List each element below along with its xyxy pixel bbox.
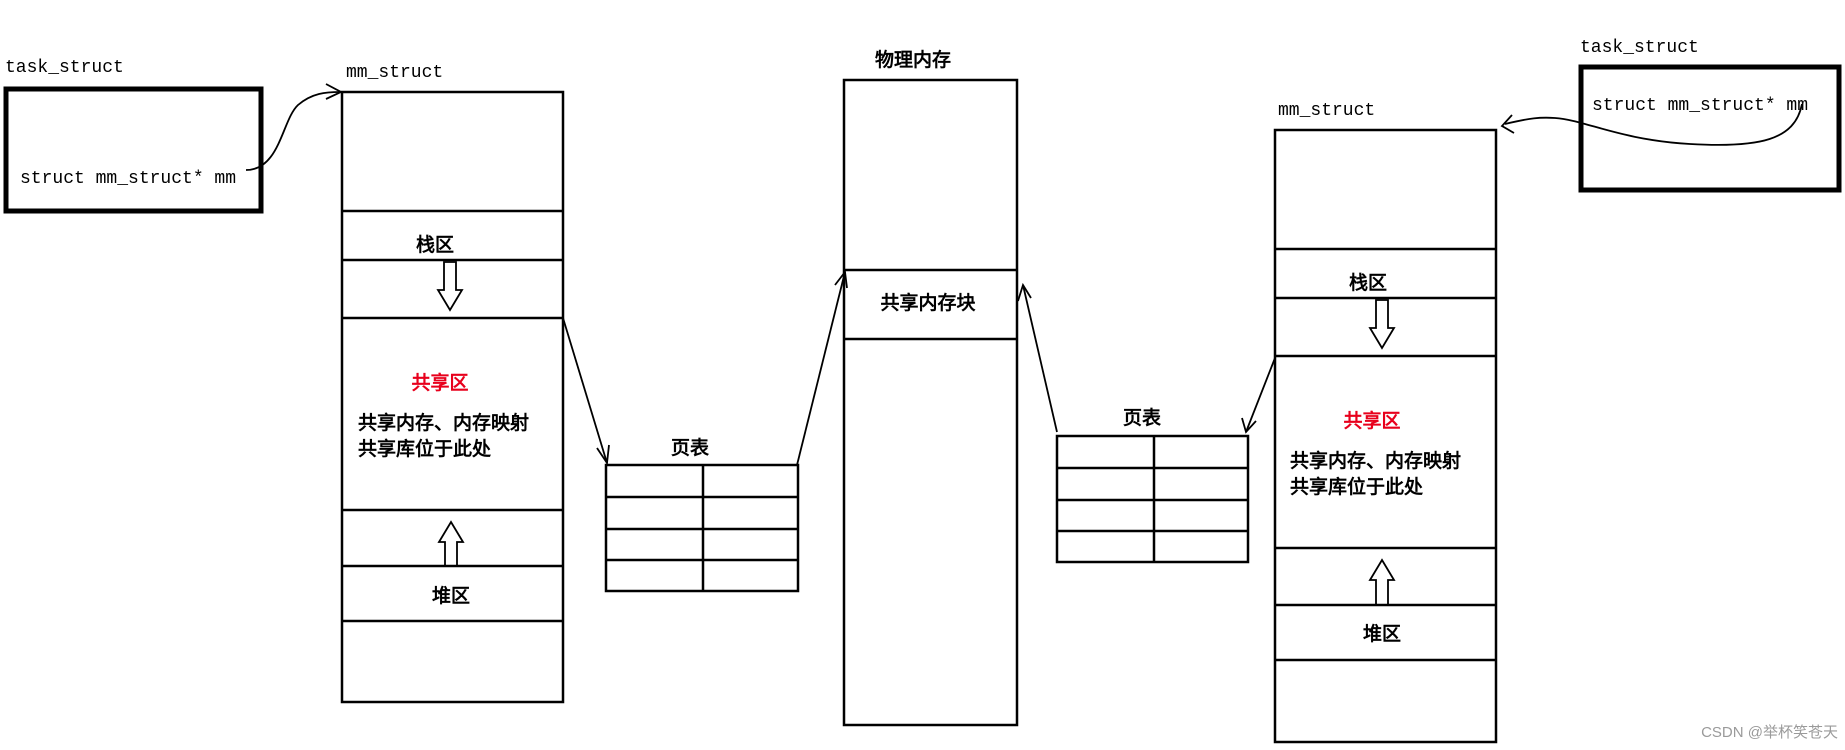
- left-shared-to-page-table-arrow: [562, 317, 608, 464]
- right-shared-desc-1: 共享内存、内存映射: [1290, 449, 1461, 472]
- left-heap-label: 堆区: [432, 584, 470, 607]
- right-mm-struct-label: mm_struct: [1278, 101, 1375, 121]
- physical-memory-box: [842, 78, 1019, 727]
- left-stack-label: 栈区: [416, 233, 454, 256]
- right-page-table-label: 页表: [1123, 406, 1162, 429]
- physical-memory: 物理内存 共享内存块: [842, 48, 1019, 727]
- left-heap-up-arrow: [437, 520, 465, 567]
- left-shared-desc-1: 共享内存、内存映射: [358, 411, 529, 434]
- right-shared-desc-2: 共享库位于此处: [1290, 475, 1424, 498]
- right-heap-up-arrow: [1368, 558, 1396, 606]
- mapping-arrows: [562, 269, 1276, 466]
- shared-block-label: 共享内存块: [880, 291, 976, 314]
- right-heap-label: 堆区: [1363, 622, 1401, 645]
- right-pointer-arrowhead: [1500, 114, 1515, 134]
- right-task-struct-label: task_struct: [1580, 38, 1699, 58]
- left-pointer-curve: [245, 91, 341, 171]
- left-task-struct-field: struct mm_struct* mm: [20, 169, 236, 189]
- left-mm-struct-box: [340, 90, 565, 704]
- left-page-table-label: 页表: [671, 436, 710, 459]
- right-mm-struct-box: [1273, 128, 1498, 744]
- left-process: task_struct struct mm_struct* mm mm_stru…: [3, 58, 800, 704]
- right-shared-to-page-table-arrow: [1245, 357, 1276, 433]
- right-task-struct-box: [1578, 64, 1842, 193]
- left-page-table-to-shared-block-arrow: [796, 271, 846, 466]
- physical-memory-label: 物理内存: [875, 48, 951, 71]
- left-shared-desc-2: 共享库位于此处: [358, 437, 492, 460]
- right-page-table-to-shared-block-arrow: [1022, 284, 1058, 433]
- left-task-struct-label: task_struct: [5, 58, 124, 78]
- right-stack-label: 栈区: [1349, 271, 1387, 294]
- right-pointer-curve: [1504, 103, 1803, 146]
- right-process: task_struct struct mm_struct* mm mm_stru…: [1055, 38, 1842, 744]
- right-shared-label: 共享区: [1343, 409, 1400, 432]
- left-shared-label: 共享区: [411, 371, 468, 394]
- right-stack-down-arrow: [1368, 299, 1396, 350]
- left-pointer-arrowhead: [325, 83, 344, 100]
- right-task-struct-field: struct mm_struct* mm: [1592, 96, 1808, 116]
- left-stack-down-arrow: [436, 261, 464, 312]
- left-task-struct-box: [3, 86, 264, 214]
- left-mm-struct-label: mm_struct: [346, 63, 443, 83]
- watermark: CSDN @举杯笑苍天: [1701, 724, 1838, 741]
